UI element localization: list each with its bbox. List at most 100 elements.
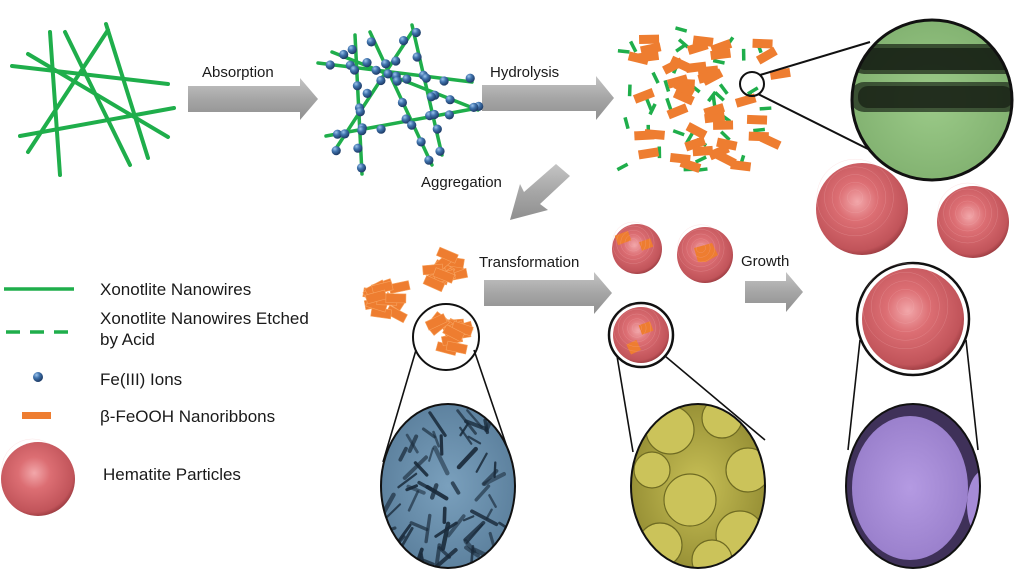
feooh-ribbon xyxy=(692,145,714,157)
nanorod xyxy=(488,494,497,508)
sem-particle xyxy=(725,447,765,493)
tem-callout-green xyxy=(739,18,1014,182)
nanorod xyxy=(434,521,458,538)
fe-ion xyxy=(347,44,357,55)
nanorod xyxy=(405,433,419,454)
nanorod xyxy=(395,410,406,422)
sem-particle xyxy=(663,473,717,527)
feooh-ribbon xyxy=(666,103,689,120)
ribbon-cluster-piece xyxy=(442,324,465,343)
sphere-stripe xyxy=(847,189,864,206)
sphere-stripe xyxy=(612,221,655,264)
hydrolysis-arrow xyxy=(482,76,614,120)
sphere-stripe xyxy=(616,225,651,260)
nanorod xyxy=(406,484,426,495)
sphere-stripe xyxy=(686,233,716,263)
feooh-ribbon xyxy=(684,136,707,152)
legend-label-hematite-particles: Hematite Particles xyxy=(103,465,241,484)
process-arrows xyxy=(188,76,803,314)
fe-ion xyxy=(401,114,411,124)
nanorod xyxy=(432,548,458,568)
etched-wire-fragment xyxy=(627,84,632,97)
nanorod xyxy=(462,515,475,522)
etched-wire-fragment xyxy=(675,26,688,33)
etched-wire-fragment xyxy=(713,91,725,102)
nanorod xyxy=(459,426,473,445)
feooh-ribbon xyxy=(734,93,757,108)
nanorod xyxy=(485,508,493,520)
fe-ion xyxy=(340,129,350,139)
fe-ion xyxy=(371,65,381,75)
etched-wire-fragment xyxy=(665,97,673,110)
nanorod xyxy=(499,409,507,433)
fe-ion xyxy=(383,69,393,79)
nanorod xyxy=(413,461,429,477)
sphere-stripe xyxy=(627,318,647,338)
nanorod xyxy=(475,452,488,473)
ribbon-cluster-piece xyxy=(432,267,456,284)
sem-particle xyxy=(633,451,671,489)
sem-callout-yellow xyxy=(616,355,766,569)
nanorod xyxy=(422,558,435,566)
nanorod xyxy=(417,480,432,491)
absorption-arrow xyxy=(188,78,318,120)
nanorod xyxy=(432,430,441,448)
nanowires-with-ions xyxy=(316,23,484,176)
sem-particle xyxy=(645,405,695,455)
fe-ion xyxy=(325,60,335,70)
sphere-stripe xyxy=(839,181,871,214)
step-label-transformation: Transformation xyxy=(479,254,580,271)
feooh-ribbon xyxy=(637,147,660,160)
etched-wire-fragment xyxy=(657,146,662,159)
ribbon-cluster-piece xyxy=(436,246,459,264)
sphere-stripe xyxy=(617,309,656,347)
blue-sphere-icon xyxy=(33,372,43,382)
fe-ion xyxy=(432,124,442,134)
nanorod xyxy=(465,523,484,544)
hematite-with-ribbons xyxy=(607,224,733,369)
fe-ion xyxy=(439,76,449,86)
fe-ion xyxy=(424,155,434,165)
ribbon-cluster-piece xyxy=(445,340,468,355)
nanorod xyxy=(474,484,491,502)
hydrolysis-products xyxy=(616,26,791,173)
etched-wire-fragment xyxy=(648,103,657,116)
feooh-ribbon xyxy=(644,129,666,140)
fe-ion xyxy=(355,107,365,117)
sphere-stripe xyxy=(816,158,894,237)
sphere-stripe xyxy=(937,182,998,244)
sphere-stripe xyxy=(677,224,725,272)
fe-ion xyxy=(402,74,412,84)
red-sphere-icon xyxy=(1,442,75,516)
fe-ion xyxy=(411,27,421,38)
nanorod xyxy=(498,540,503,555)
step-label-aggregation: Aggregation xyxy=(421,174,502,191)
feooh-ribbon xyxy=(640,42,662,56)
sphere-stripe xyxy=(624,234,642,252)
feooh-ribbon xyxy=(632,88,655,104)
sphere-stripe xyxy=(943,188,992,238)
tem-callout-blue xyxy=(380,303,516,569)
feooh-ribbon xyxy=(712,120,734,130)
sphere-stripe xyxy=(888,289,923,324)
fe-ion xyxy=(399,36,409,46)
etched-wire-fragment xyxy=(719,130,731,142)
nanorod xyxy=(459,423,469,437)
nanorod xyxy=(467,435,482,445)
feooh-ribbon xyxy=(752,38,773,49)
etched-wire-fragment xyxy=(623,116,630,130)
nanorod xyxy=(439,434,444,456)
etched-wire-fragment xyxy=(617,48,630,54)
sphere-stripe xyxy=(879,280,932,332)
nanorod xyxy=(470,509,499,527)
ribbon-cluster-piece xyxy=(385,293,407,304)
etched-wire-fragment xyxy=(616,162,629,172)
nanorod xyxy=(493,461,497,479)
fe-ion xyxy=(445,95,455,105)
nanorod xyxy=(428,411,447,437)
nanorod xyxy=(456,446,478,470)
sphere-stripe xyxy=(628,238,638,248)
etched-wire-fragment xyxy=(677,38,689,49)
fe-ion xyxy=(381,59,391,69)
fe-ion xyxy=(391,56,401,66)
